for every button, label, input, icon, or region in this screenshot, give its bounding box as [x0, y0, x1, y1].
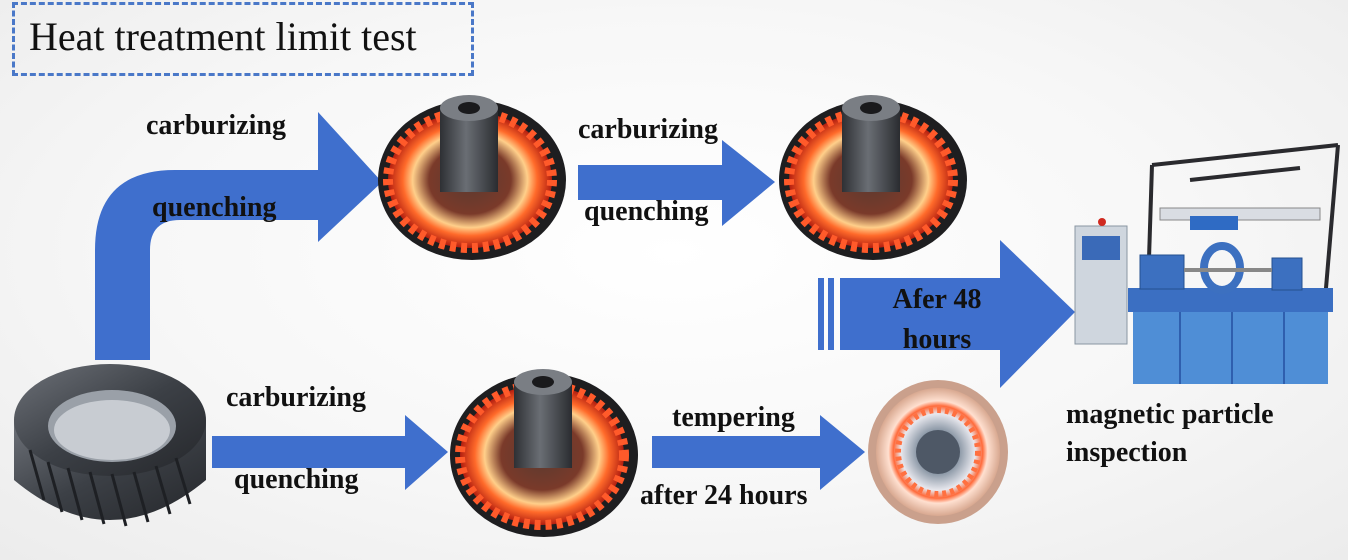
label-after-48-hours: Afer 48 hours — [892, 284, 982, 355]
label-bottom-carburizing: carburizing — [226, 382, 366, 413]
label-tempering: tempering — [672, 402, 795, 433]
arrow-top-middle — [578, 140, 775, 226]
diagram-title: Heat treatment limit test — [29, 14, 417, 59]
label-magnetic-particle-inspection: magnetic particle inspection — [1066, 399, 1274, 468]
heated-gear-top-right-image — [779, 95, 967, 260]
label-top-left-carburizing: carburizing — [146, 110, 286, 141]
heated-gear-top-left-image — [378, 95, 566, 260]
label-bottom-quenching: quenching — [234, 464, 359, 495]
label-after-24-hours: after 24 hours — [640, 480, 808, 511]
arrow-bottom-left — [212, 415, 448, 490]
heated-gear-bottom-image — [450, 369, 638, 537]
label-top-mid-carburizing: carburizing — [578, 114, 718, 145]
arrow-bottom-middle — [652, 415, 865, 490]
curved-arrow-to-top — [95, 112, 382, 360]
label-top-left-quenching: quenching — [152, 192, 277, 223]
inspection-machine-image — [1074, 143, 1340, 384]
arrow-after-48 — [818, 240, 1075, 388]
label-top-mid-quenching: quenching — [584, 196, 709, 227]
tempered-gear-image — [868, 380, 1008, 524]
raw-helical-gear-image — [14, 364, 206, 527]
title-box: Heat treatment limit test — [12, 2, 474, 76]
